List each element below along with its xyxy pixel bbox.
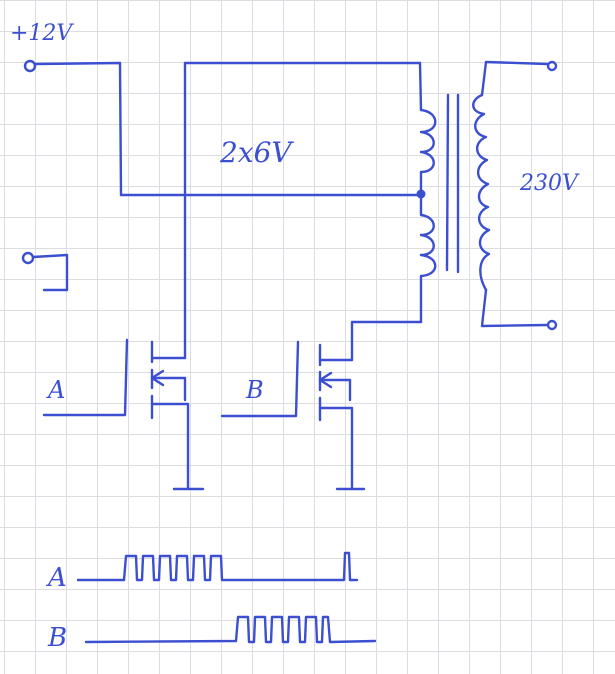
mosfet-a-arrow <box>150 369 165 387</box>
drain-b-wire <box>350 320 423 362</box>
output-terminal-top <box>546 60 558 72</box>
supply-terminal <box>23 59 37 73</box>
mosfet-b <box>220 340 366 491</box>
primary-label: 2x6V <box>219 136 294 169</box>
secondary-wire-top <box>480 60 549 97</box>
output-terminal-bottom <box>546 319 558 331</box>
supply-label: +12V <box>10 21 74 46</box>
timing-b-label: B <box>47 623 67 653</box>
secondary-coil <box>472 93 491 292</box>
gate-a-line <box>42 338 129 417</box>
gate-b-line <box>220 340 300 418</box>
supply-wire <box>33 61 123 197</box>
gate-b-label: B <box>245 376 264 404</box>
timing-a-waveform <box>76 551 359 582</box>
primary-coil-upper <box>419 108 437 196</box>
primary-coil-lower <box>419 192 437 324</box>
timing-b-waveform <box>84 615 377 644</box>
drain-a-wire <box>183 61 423 360</box>
mosfet-a <box>42 338 205 491</box>
core-line-left <box>445 93 450 272</box>
secondary-wire-bottom <box>480 288 549 328</box>
mosfet-b-arrow <box>318 371 333 389</box>
ground-terminal <box>21 251 35 265</box>
ground-symbol <box>31 253 69 292</box>
secondary-label: 230V <box>519 171 580 196</box>
timing-a-label: A <box>46 563 67 593</box>
gate-a-label: A <box>46 376 65 404</box>
